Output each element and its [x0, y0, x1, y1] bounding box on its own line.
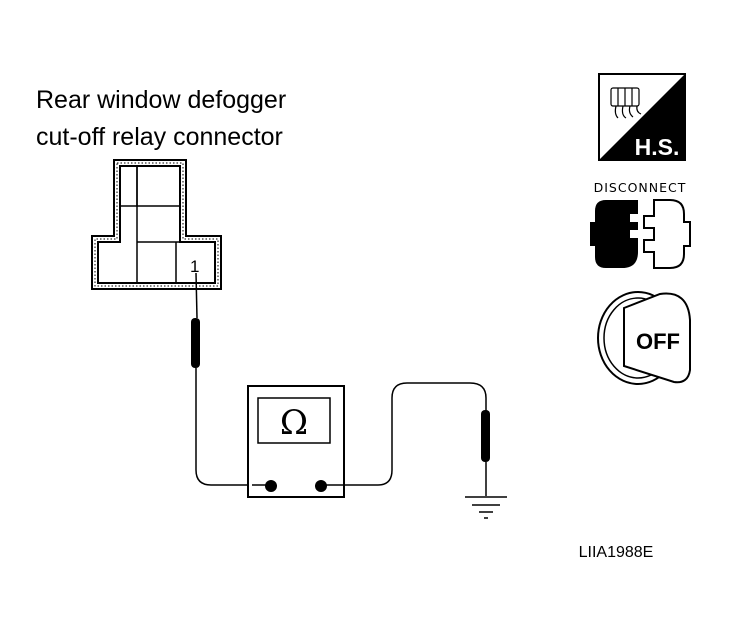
ohmmeter-icon: Ω — [280, 403, 308, 443]
ignition-key-head — [623, 292, 691, 384]
ignition-off-label: OFF — [636, 329, 680, 354]
connector-outline-dotted — [94, 162, 219, 287]
ignition-off-key-icon: OFF — [597, 291, 691, 385]
relay-connector — [91, 159, 222, 290]
connector-outline-outer — [91, 159, 222, 290]
meter-probe-upper — [191, 272, 252, 486]
disconnect-plug-right — [643, 199, 691, 269]
hs-badge-text: H.S. — [635, 134, 680, 160]
ground-icon — [465, 496, 507, 519]
disconnect-label: DISCONNECT — [594, 180, 687, 195]
meter-probe-lower — [321, 382, 490, 496]
title-line-1: Rear window defogger — [36, 86, 286, 114]
disconnect-plug-left — [590, 200, 638, 268]
meter-terminal-negative — [265, 480, 277, 492]
disconnect-connector-icon: DISCONNECT — [590, 180, 691, 269]
figure-code: LIIA1988E — [579, 544, 654, 561]
connector-cavity-top-left — [119, 165, 138, 207]
title-line-2: cut-off relay connector — [36, 123, 283, 151]
connector-title: Rear window defogger cut-off relay conne… — [36, 86, 286, 151]
harness-side-icon: H.S. — [598, 73, 686, 161]
connector-outline-inner — [97, 165, 216, 284]
ohmmeter: Ω — [247, 385, 345, 498]
ohmmeter-display — [257, 397, 331, 444]
meter-terminal-positive — [315, 480, 327, 492]
harness-connector-pictogram — [610, 87, 642, 119]
terminal-1-label: 1 — [190, 257, 199, 276]
